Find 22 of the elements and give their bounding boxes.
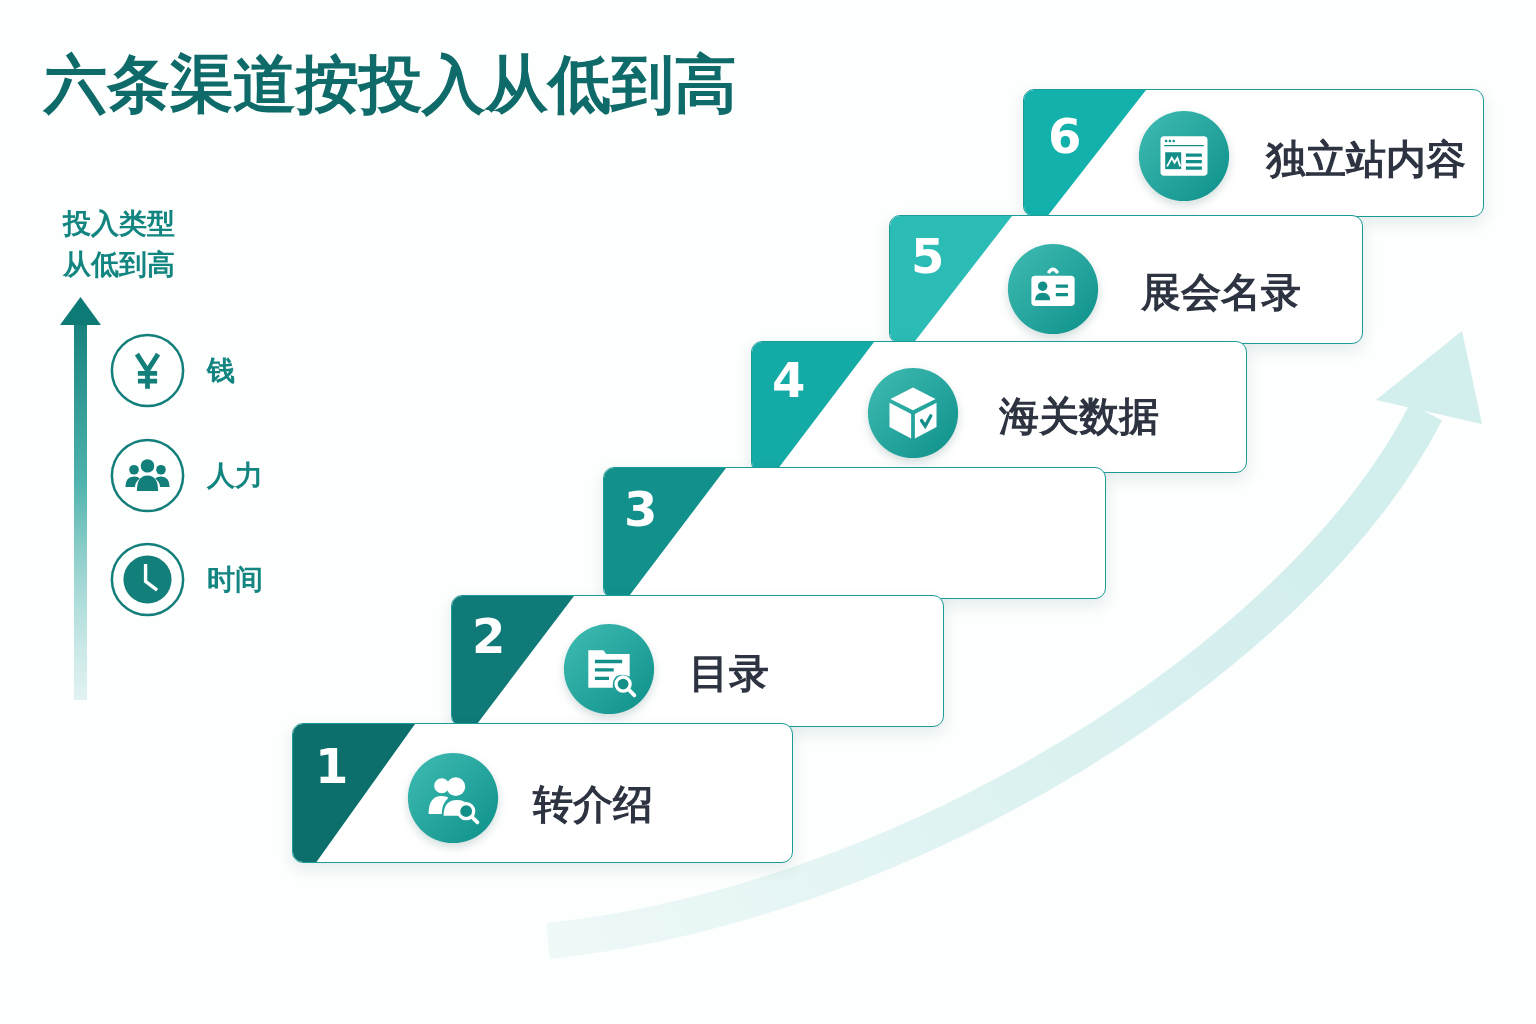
step-number: 6 bbox=[1048, 112, 1082, 160]
resource-label: 时间 bbox=[207, 562, 263, 598]
step-number: 4 bbox=[772, 356, 806, 404]
channel-name: 海关数据 bbox=[999, 392, 1159, 440]
channel-name: 目录 bbox=[689, 649, 769, 697]
step-number: 3 bbox=[624, 485, 658, 533]
step-card bbox=[1023, 89, 1484, 217]
step-card bbox=[889, 215, 1363, 344]
step-number: 2 bbox=[472, 612, 506, 660]
step-number: 5 bbox=[911, 232, 945, 280]
channel-name: 独立站内容 bbox=[1266, 135, 1466, 183]
resource-label: 钱 bbox=[207, 353, 235, 389]
step-card bbox=[451, 595, 944, 727]
title: 六条渠道按投入从低到高 bbox=[44, 47, 737, 123]
channel-name: 转介绍 bbox=[533, 780, 653, 828]
step-card bbox=[603, 467, 1106, 599]
resource-label: 人力 bbox=[207, 458, 263, 494]
step-number: 1 bbox=[315, 742, 349, 790]
axis-label: 投入类型从低到高 bbox=[63, 206, 176, 283]
step-card bbox=[751, 341, 1247, 473]
channel-name: 展会名录 bbox=[1141, 268, 1301, 316]
step-card bbox=[292, 723, 793, 863]
